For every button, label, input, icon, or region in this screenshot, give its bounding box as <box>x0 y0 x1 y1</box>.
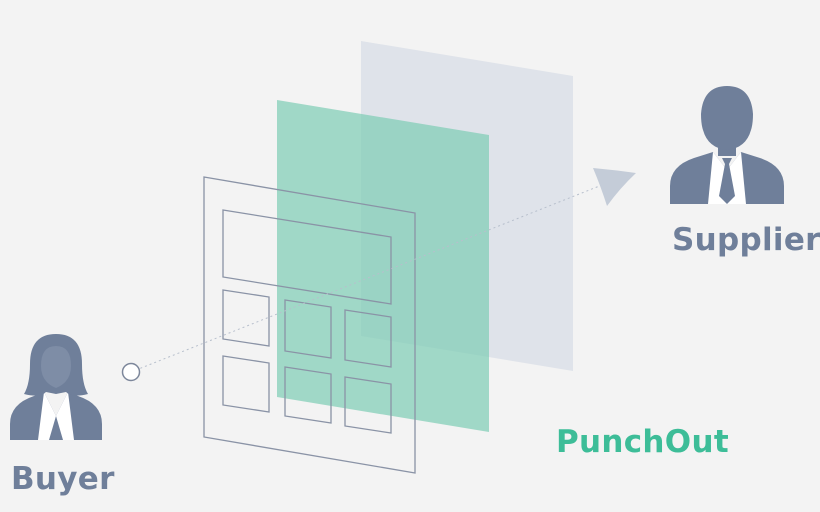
form-cell <box>344 376 392 434</box>
buyer-label: Buyer <box>11 461 115 497</box>
male-business-person-icon <box>670 86 784 204</box>
form-cell <box>222 355 270 413</box>
form-cell <box>222 289 270 347</box>
arrowhead-icon <box>593 168 636 206</box>
punchout-panel <box>277 100 489 432</box>
female-business-person-icon <box>10 334 102 440</box>
supplier-label: Supplier <box>672 222 820 258</box>
form-cell <box>344 309 392 368</box>
form-wireframe <box>203 176 416 474</box>
form-frame <box>203 176 416 474</box>
punchout-label: PunchOut <box>556 424 729 460</box>
form-cell <box>284 299 332 359</box>
form-cell <box>284 366 332 424</box>
connection-line <box>130 182 608 373</box>
form-header-block <box>222 209 392 305</box>
circle-start-icon <box>121 362 141 382</box>
